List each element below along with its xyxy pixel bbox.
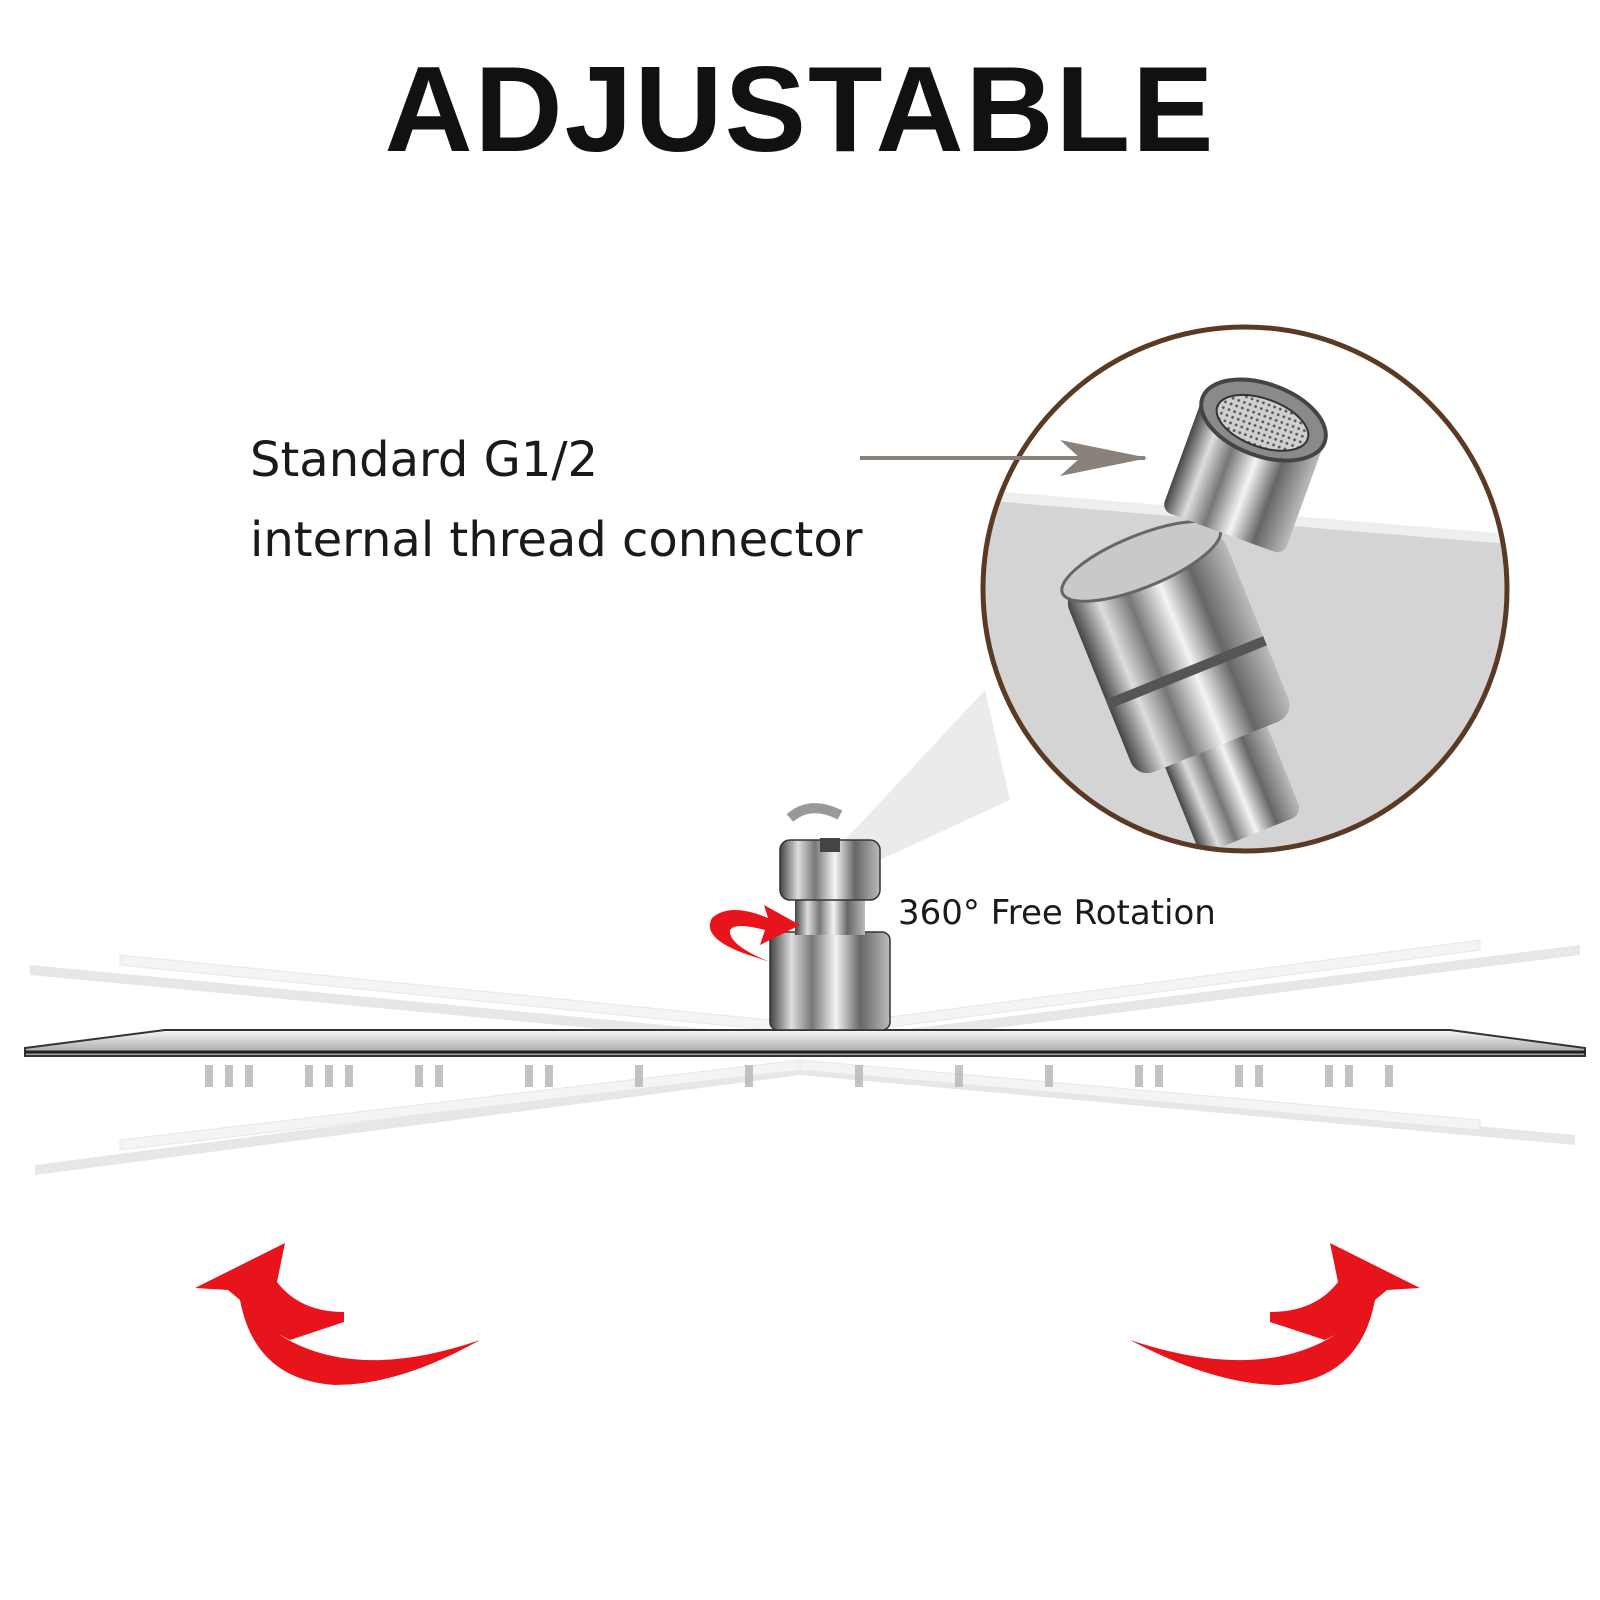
connector-zoom-circle	[980, 324, 1510, 854]
connector-caption: Standard G1/2 internal thread connector	[250, 420, 862, 580]
zoom-beam	[845, 690, 1010, 860]
connector-caption-line1: Standard G1/2	[250, 432, 599, 488]
connector-caption-line2: internal thread connector	[250, 512, 863, 568]
rotation-arrow-icon	[709, 905, 800, 962]
tilt-up-right-arrow-icon	[1130, 1243, 1420, 1385]
headline-title: ADJUSTABLE	[384, 41, 1216, 177]
rotation-label: 360° Free Rotation	[898, 893, 1216, 933]
pointer-arrow-icon	[860, 440, 1148, 476]
shower-plate	[24, 1029, 1586, 1057]
nozzle-row	[205, 1065, 1393, 1087]
tilt-up-left-arrow-icon	[195, 1243, 480, 1385]
tilted-plate-ghosts	[30, 939, 1580, 1175]
pivot-connector	[769, 803, 891, 1031]
